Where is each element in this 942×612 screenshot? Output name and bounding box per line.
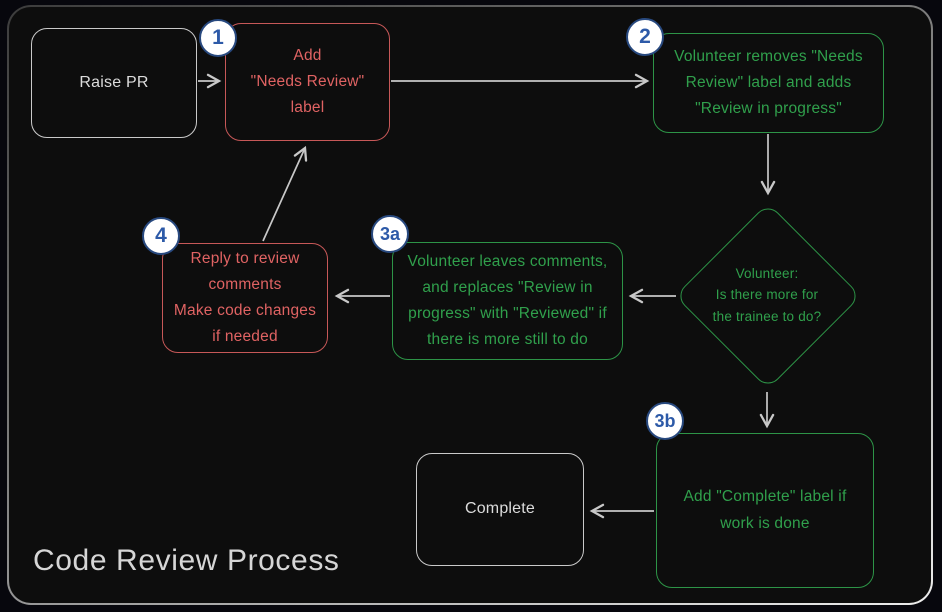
node-decision-label: Volunteer: Is there more for the trainee…: [712, 266, 822, 324]
step-badge-3b: 3b: [646, 402, 684, 440]
diagram-title: Code Review Process: [33, 544, 340, 577]
node-complete: Complete: [416, 453, 584, 566]
node-step2-label: Volunteer removes "Needs Review" label a…: [674, 47, 863, 118]
node-complete-label: Complete: [464, 500, 536, 518]
node-add-needs-review-label: Add "Needs Review" label: [225, 23, 390, 141]
node-volunteer-leaves-comments: Volunteer leaves comments, and replaces …: [392, 242, 623, 360]
node-step3a-label: Volunteer leaves comments, and replaces …: [407, 252, 608, 349]
node-volunteer-removes-label: Volunteer removes "Needs Review" label a…: [653, 33, 884, 133]
node-reply-to-review-comments: Reply to review comments Make code chang…: [162, 243, 328, 353]
node-raise-pr: Raise PR: [31, 28, 197, 138]
step-badge-3a: 3a: [371, 215, 409, 253]
node-step3b-label: Add "Complete" label if work is done: [683, 488, 847, 532]
node-raise-pr-label: Raise PR: [79, 73, 149, 91]
node-step1-label: Add "Needs Review" label: [250, 46, 365, 117]
node-step4-label: Reply to review comments Make code chang…: [173, 249, 317, 346]
step-badge-2: 2: [626, 18, 664, 56]
step-badge-1: 1: [199, 19, 237, 57]
step-badge-4: 4: [142, 217, 180, 255]
node-add-complete-label: Add "Complete" label if work is done: [656, 433, 874, 588]
